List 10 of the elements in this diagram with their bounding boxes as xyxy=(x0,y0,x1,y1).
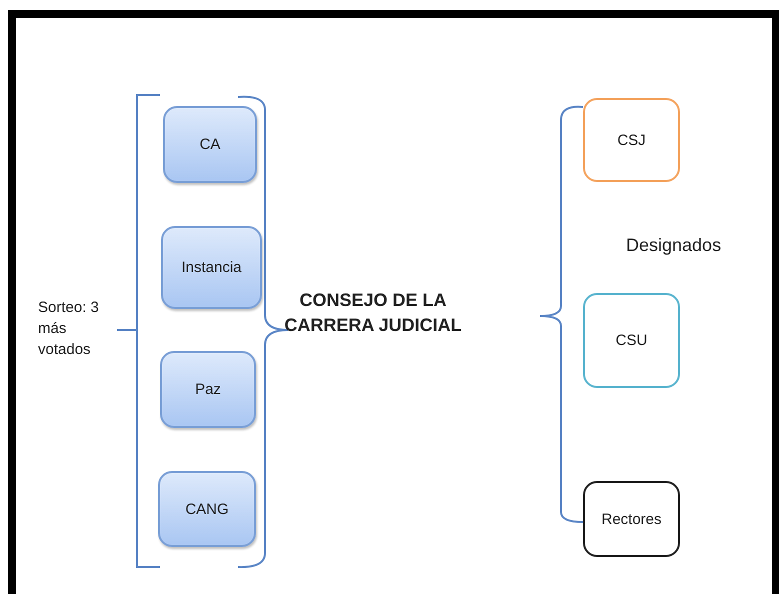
rounded-box: CSJ xyxy=(583,98,680,182)
label-text: Sorteo: 3 más votados xyxy=(38,298,100,360)
rounded-box: CANG xyxy=(158,471,256,547)
center-title: CONSEJO DE LA CARRERA JUDICIAL xyxy=(283,289,463,338)
rounded-box: Rectores xyxy=(583,481,680,557)
label-text: Designados xyxy=(626,234,722,257)
rounded-box: Instancia xyxy=(161,226,262,309)
rounded-box: CA xyxy=(163,106,257,183)
rounded-box: Paz xyxy=(160,351,256,428)
rounded-box: CSU xyxy=(583,293,680,388)
